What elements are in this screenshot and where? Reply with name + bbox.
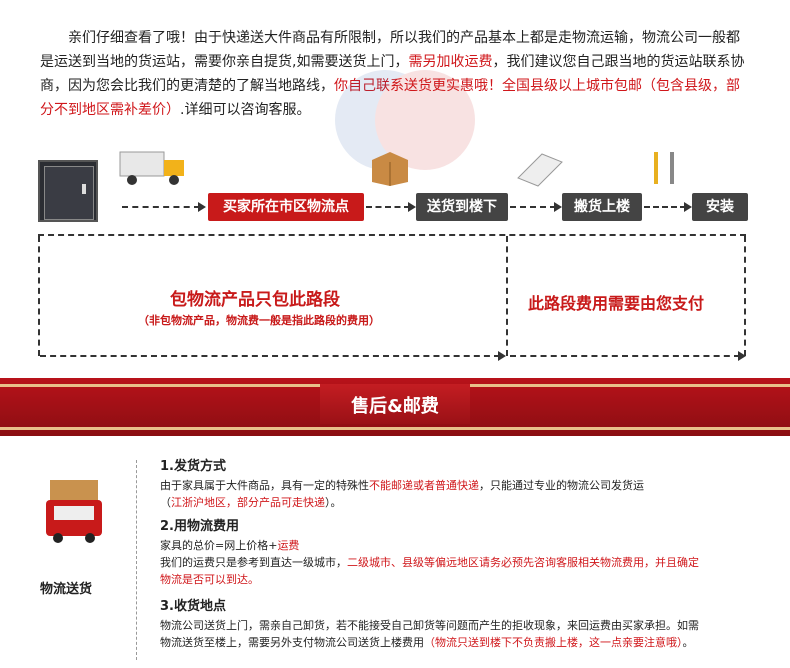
section3-red: （物流只送到楼下不负责搬上楼，这一点亲要注意哦） (424, 636, 683, 649)
section2-red-b: 二级城市、县级等偏远地区请务必预先咨询客服相关物流费用，并且确定物流是否可以到达… (160, 556, 699, 586)
intro-paragraph: 亲们仔细查看了哦！由于快递送大件商品有所限制，所以我们的产品基本上都是走物流运输… (40, 26, 752, 122)
zone2-title: 此路段费用需要由您支付 (528, 294, 705, 313)
shipping-label: 物流送货 (40, 582, 93, 597)
tools-icon (654, 152, 674, 184)
intro-line2: ，我们建议您自己跟当地的货运站联系协商，因为您会比我们的更清楚的了解当地路线， (40, 54, 745, 94)
watermark-logo (335, 70, 475, 170)
bracket-right (744, 236, 746, 356)
delivery-truck-icon (46, 480, 102, 543)
safe-icon (38, 160, 98, 222)
flow-arrow-3 (510, 202, 562, 212)
section2-title: 2.用物流费用 (160, 519, 239, 534)
shipping-panel: 物流送货 (24, 460, 124, 640)
section1-paren-close: ）。 (325, 496, 342, 509)
section1-text-b: ，只能通过专业的物流公司发货运 (479, 479, 644, 492)
flow-arrow-1 (122, 202, 206, 212)
box-icon (372, 152, 408, 186)
intro-line3: .详细可以咨询客服。 (180, 102, 311, 118)
banner-tab (320, 384, 470, 424)
section1-note: 江浙沪地区，部分产品可走快递 (171, 496, 325, 509)
intro-line1: 亲们仔细查看了哦！由于快递送大件商品有所限制，所以我们的产品基本上都是走物流运输… (40, 30, 740, 70)
section2-red-a: 运费 (277, 539, 300, 552)
flow-step-install: 安装 (692, 193, 748, 221)
section1-paren-open: （ (160, 496, 171, 509)
intro-red2: 你自己联系送货更实惠哦！全国县级以上城市包邮（包含县级，部分不到地区需补差价） (40, 78, 740, 118)
bracket-top (38, 234, 746, 236)
flow-arrow-4 (644, 202, 692, 212)
section1-text-a: 由于家具属于大件商品，具有一定的特殊性 (160, 479, 369, 492)
section3-text: 物流公司送货上门，需亲自己卸货，若不能接受自己卸货等问题而产生的拒收现象，来回运… (160, 619, 699, 649)
bracket-left (38, 236, 40, 356)
truck-icon (119, 151, 184, 185)
section3-end: 。 (682, 636, 694, 649)
section2-text-a: 家具的总价=网上价格+ (160, 539, 278, 552)
intro-red1: 需另加收运费 (408, 54, 493, 70)
section-banner: 售后&邮费 (0, 378, 790, 436)
flow-step-downstairs: 送货到楼下 (416, 193, 508, 221)
flow-step-city-station: 买家所在市区物流点 (208, 193, 364, 221)
panel-divider (136, 460, 137, 660)
section1-title: 1.发货方式 (160, 459, 226, 474)
section3-title: 3.收货地点 (160, 599, 226, 614)
zone1-title: 包物流产品只包此路段 (170, 290, 340, 310)
section-delivery-location: 3.收货地点 物流公司送货上门，需亲自己卸货，若不能接受自己卸货等问题而产生的拒… (160, 598, 705, 651)
flow-arrow-2 (366, 202, 416, 212)
section1-red: 不能邮递或者普通快递 (369, 479, 479, 492)
flow-step-carry-up: 搬货上楼 (562, 193, 642, 221)
section-shipping-cost: 2.用物流费用 家具的总价=网上价格+运费 我们的运费只是参考到直达一级城市，二… (160, 518, 705, 588)
section2-text-b: 我们的运费只是参考到直达一级城市， (160, 556, 347, 569)
bracket-bottom-right (510, 351, 746, 361)
zone1-subtitle: （非包物流产品，物流费一般是指此路段的费用） (138, 314, 380, 327)
section-shipping-method: 1.发货方式 由于家具属于大件商品，具有一定的特殊性不能邮递或者普通快递，只能通… (160, 458, 700, 511)
bracket-bottom-left (40, 351, 506, 361)
banner-title: 售后&邮费 (351, 396, 439, 417)
bracket-mid (506, 236, 508, 356)
document-icon (517, 153, 563, 187)
intro-text: 亲们仔细查看了哦！由于快递送大件商品有所限制，所以我们的产品基本上都是走物流运输… (40, 26, 752, 122)
